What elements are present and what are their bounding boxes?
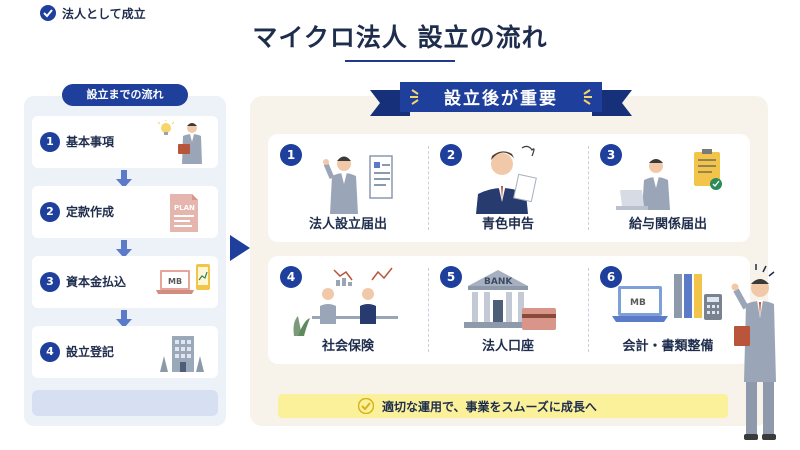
meeting-chart-icon [293,267,398,336]
card-label: 法人設立届出 [308,217,387,232]
heading-ribbon [370,82,632,116]
step-label: 設立登記 [66,345,115,359]
card-number: 3 [600,144,622,166]
plan-document-icon: PLAN [170,194,198,232]
card-2: 2 青色申告 [428,134,588,242]
left-result-label: 法人として成立 [62,7,146,21]
businessman-lightbulb-icon [157,120,202,164]
down-arrow-icon [116,170,132,188]
step-label: 定款作成 [66,205,115,219]
bank-card-icon: BANK [464,270,556,330]
step-number: 1 [40,132,60,152]
card-1: 1 法人設立届出 [268,134,428,242]
card-5: 5 BANK 法人口座 [428,256,588,364]
laptop-phone-icon: MB [156,264,210,294]
result-banner-label: 適切な運用で、事業をスムーズに成長へ [382,400,597,414]
card-label: 青色申告 [481,217,534,232]
businessman-pointing-icon [731,264,776,440]
left-panel-heading: 設立までの流れ [62,84,188,106]
step-number: 3 [40,272,60,292]
step-number: 2 [40,202,60,222]
right-arrow-icon [230,235,250,261]
right-panel-heading: 設立後が重要 [444,89,558,109]
left-result-bar [32,390,218,416]
card-row-1: 1 法人設立届出 2 青色申告 [268,134,750,242]
card-divider [428,268,429,352]
businessman-document-icon [323,155,393,214]
result-banner [278,394,728,418]
card-number: 6 [600,266,622,288]
left-step-1: 1 基本事項 [32,116,218,168]
bank-sign-text: BANK [484,277,513,287]
laptop-logo-text: MB [168,277,182,286]
card-divider [588,146,589,230]
card-row-2: 4 社会保険 5 BANK 法人 [268,256,750,364]
card-6: 6 MB 会計・書類整備 [588,256,748,364]
title-underline [345,60,455,62]
left-step-4: 4 設立登記 [32,326,218,378]
office-building-icon [160,336,204,372]
left-step-3: 3 資本金払込 MB [32,256,218,308]
check-circle-icon [358,398,374,414]
down-arrow-icon [116,310,132,328]
card-label: 法人口座 [481,339,534,354]
businessman-laptop-clipboard-icon [616,149,722,210]
step-number: 4 [40,342,60,362]
card-number: 5 [440,266,462,288]
card-number: 1 [280,144,302,166]
left-step-2: 2 定款作成 PLAN [32,186,218,238]
laptop-logo-text: MB [630,298,646,308]
card-label: 給与関係届出 [628,217,707,232]
card-divider [428,146,429,230]
step-label: 資本金払込 [66,275,127,289]
down-arrow-icon [116,240,132,258]
step-label: 基本事項 [66,135,115,149]
card-3: 3 給与関係届出 [588,134,748,242]
card-label: 会計・書類整備 [622,339,714,354]
businessman-reading-icon [476,145,537,214]
plan-doc-text: PLAN [174,204,195,212]
card-label: 社会保険 [321,339,374,354]
card-number: 4 [280,266,302,288]
card-number: 2 [440,144,462,166]
check-circle-icon [40,5,56,21]
page-title: マイクロ法人 設立の流れ [252,23,548,52]
card-4: 4 社会保険 [268,256,428,364]
laptop-binders-calculator-icon: MB [612,274,722,322]
card-divider [588,268,589,352]
